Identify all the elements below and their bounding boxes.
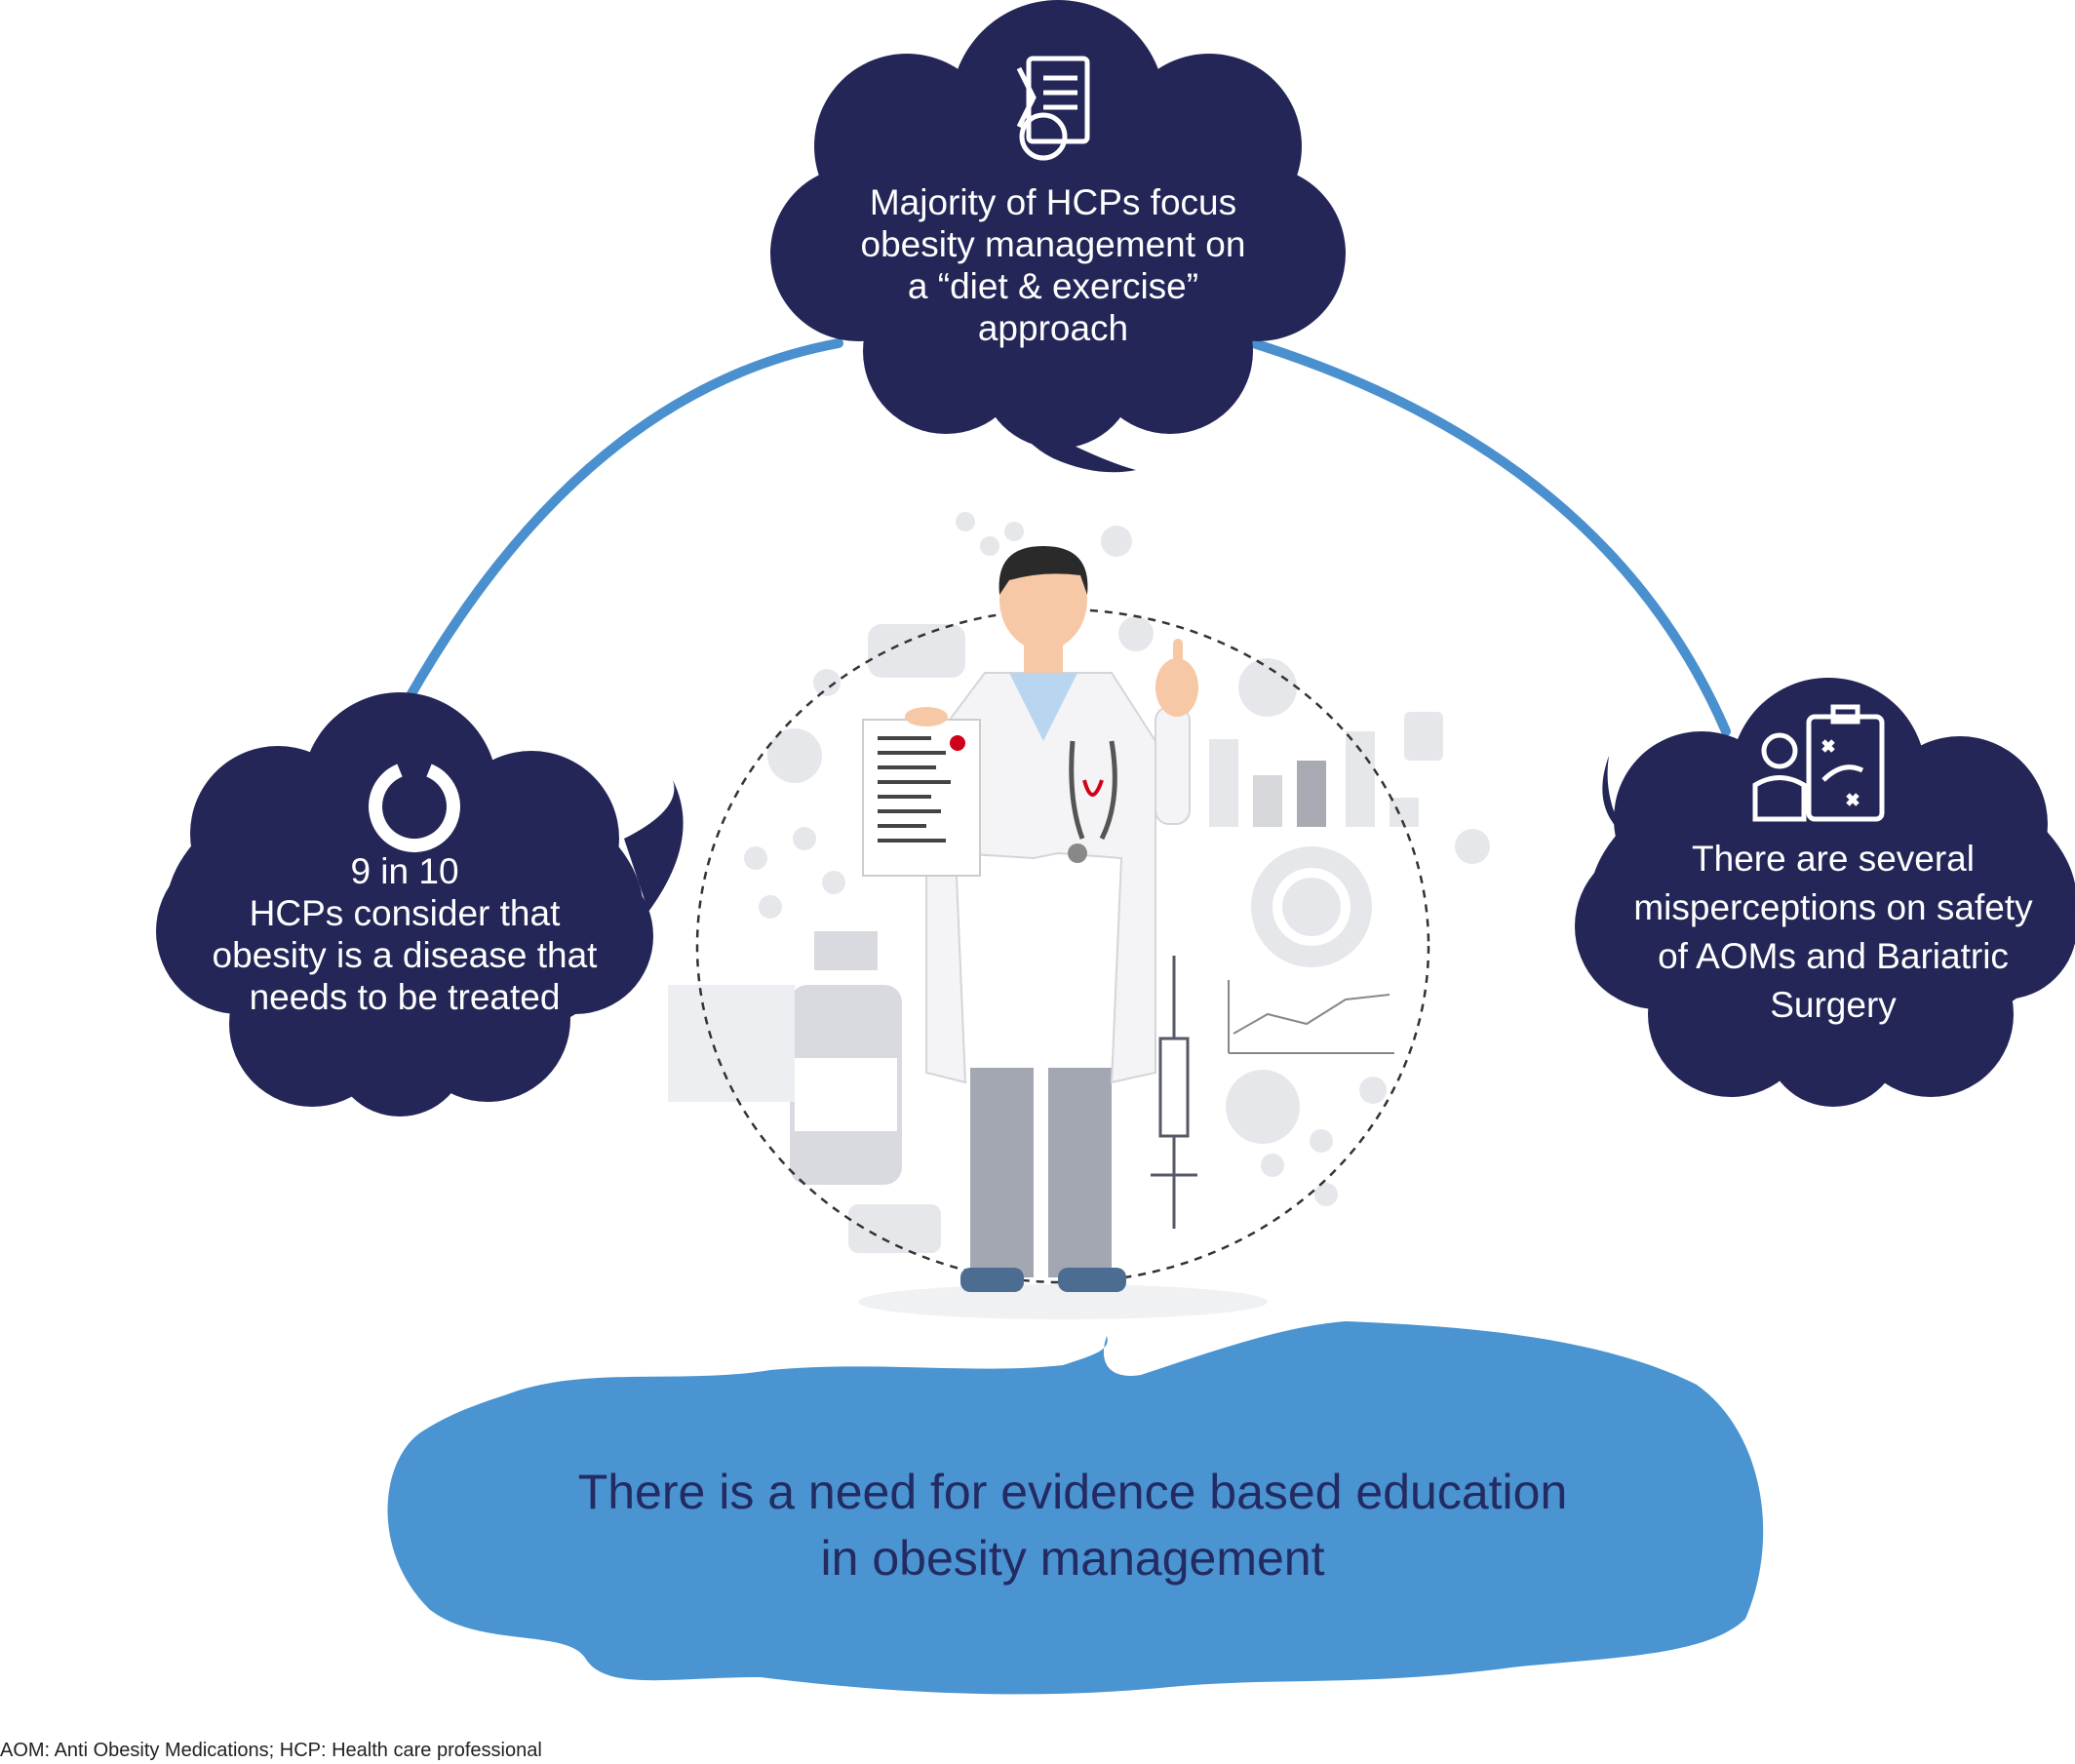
left-bubble-line: obesity is a disease that: [212, 935, 598, 975]
right-bubble-text: There are several misperceptions on safe…: [1570, 835, 2075, 1030]
top-bubble-line: approach: [977, 308, 1129, 348]
right-bubble-line: misperceptions on safety: [1633, 887, 2033, 927]
left-bubble-line: needs to be treated: [249, 977, 561, 1017]
left-cloud-bubble: [156, 692, 684, 1117]
strategy-clipboard-icon: [1752, 704, 1885, 822]
ring-chart-icon: [369, 764, 460, 853]
left-bubble-text: 9 in 10 HCPs consider that obesity is a …: [166, 850, 644, 1018]
bottom-bubble-line: in obesity management: [820, 1531, 1325, 1586]
right-bubble-line: of AOMs and Bariatric: [1658, 936, 2009, 976]
top-bubble-text: Majority of HCPs focus obesity managemen…: [790, 181, 1316, 349]
left-bubble-stat: 9 in 10: [350, 851, 459, 891]
right-bubble-line: Surgery: [1770, 985, 1897, 1025]
top-bubble-line: obesity management on: [860, 224, 1246, 264]
left-bubble-line: HCPs consider that: [249, 893, 561, 933]
syringe-icon: [1151, 956, 1197, 1229]
doctor-illustration: [862, 546, 1198, 1292]
bottom-speech-bubble: [387, 1321, 1764, 1695]
top-cloud-bubble: [770, 0, 1346, 473]
right-bubble-line: There are several: [1692, 839, 1975, 879]
top-bubble-line: a “diet & exercise”: [907, 266, 1199, 306]
connecting-arc: [405, 327, 1731, 736]
line-graph-icon: [1228, 980, 1394, 1054]
bottom-bubble-line: There is a need for evidence based educa…: [577, 1465, 1568, 1519]
background-medical-icons: [668, 512, 1490, 1319]
diet-prescription-icon: [1016, 56, 1090, 161]
right-cloud-bubble: [1575, 678, 2075, 1107]
footnote: AOM: Anti Obesity Medications; HCP: Heal…: [0, 1740, 542, 1761]
bottom-bubble-text: There is a need for evidence based educa…: [488, 1459, 1658, 1591]
top-bubble-line: Majority of HCPs focus: [869, 182, 1237, 222]
